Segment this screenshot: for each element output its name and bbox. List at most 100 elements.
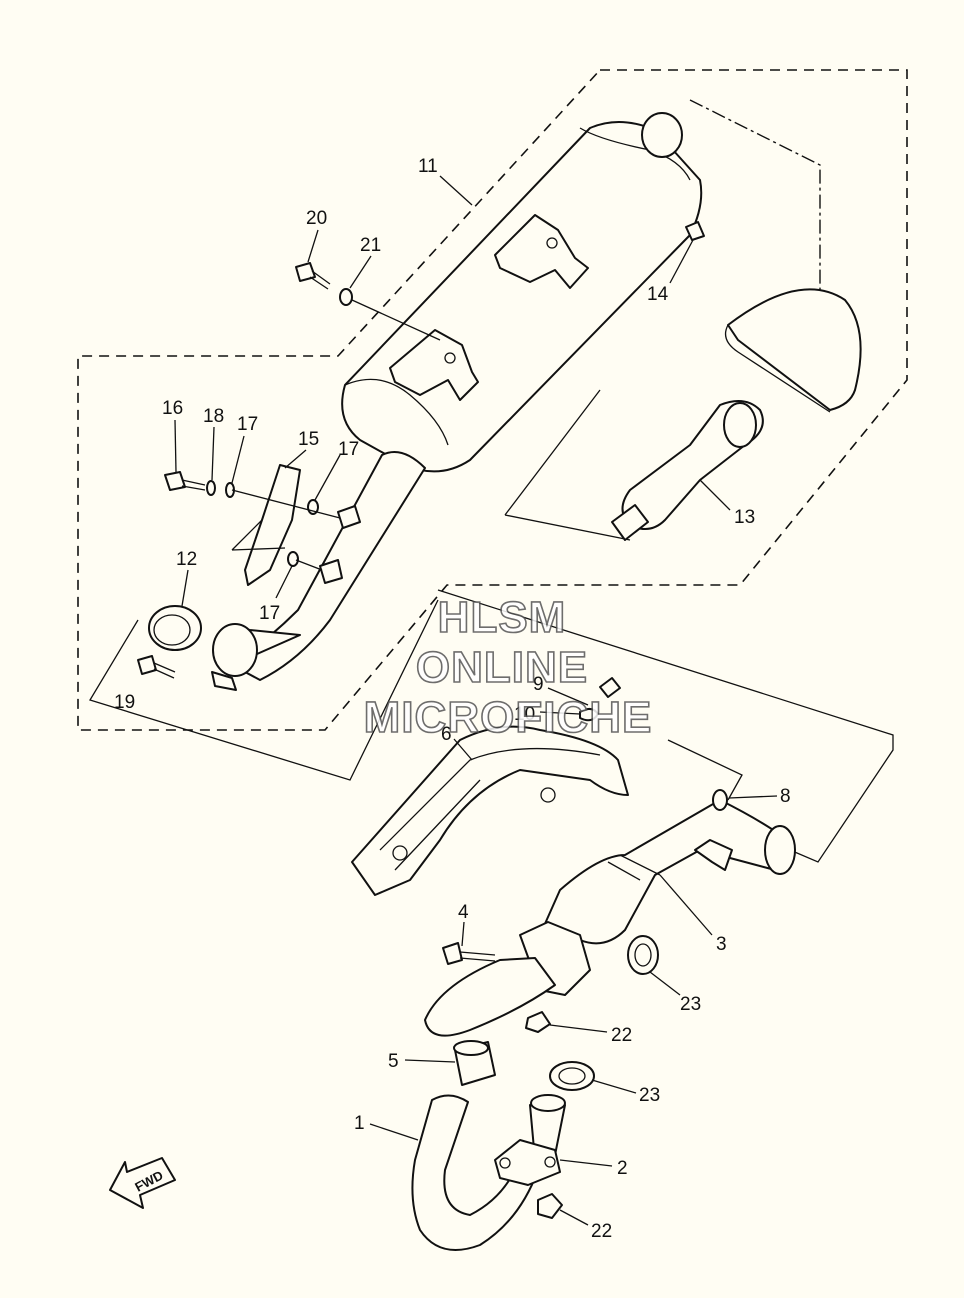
header-front [424, 957, 556, 1037]
leader-2 [559, 1159, 613, 1167]
leader-23b [591, 1079, 637, 1094]
callout-23b: 23 [639, 1085, 660, 1106]
group-line-bracket [667, 739, 743, 801]
leader-15 [284, 449, 307, 469]
nut-22a [525, 1011, 551, 1033]
bracket-hole [444, 352, 456, 364]
grommet-upper [337, 505, 361, 529]
clamp-bolt [211, 671, 237, 691]
leader-3 [659, 874, 713, 936]
bolt-4-thread [459, 951, 496, 962]
gasket-23b [549, 1061, 595, 1091]
pipe-protector-ridge [379, 747, 601, 871]
callout-20: 20 [306, 208, 327, 229]
pipe-joint-end [453, 1040, 489, 1056]
callout-16: 16 [162, 398, 183, 419]
watermark-line-2: ONLINE [416, 643, 588, 692]
leader-23a [649, 971, 681, 996]
leader-5 [404, 1059, 456, 1063]
callout-23a: 23 [680, 994, 701, 1015]
leader-22a [549, 1024, 608, 1033]
leader-21 [349, 255, 372, 289]
leader-17b [314, 454, 341, 501]
clip-8 [712, 789, 728, 811]
leader-11 [439, 175, 473, 206]
washer-18 [206, 480, 216, 496]
callout-12: 12 [176, 549, 197, 570]
callout-5: 5 [388, 1051, 399, 1072]
muffler-outlet [641, 112, 683, 158]
leader-12 [181, 569, 189, 607]
callout-15: 15 [298, 429, 319, 450]
leader-9 [547, 687, 589, 706]
callouts: 11 20 21 14 13 16 18 17 15 17 17 12 19 9… [114, 156, 791, 1242]
leader-1 [369, 1123, 419, 1141]
leader-4 [461, 921, 465, 947]
group-line-clamp [89, 599, 439, 781]
callout-22a: 22 [611, 1025, 632, 1046]
callout-14: 14 [647, 284, 669, 305]
gasket-23b-inner [558, 1067, 586, 1085]
bolt-20 [295, 262, 316, 282]
flange-hole [544, 1156, 556, 1168]
muffler-inlet-ring [344, 378, 449, 446]
fwd-arrow [109, 1157, 176, 1209]
flange-hole [499, 1157, 511, 1169]
watermark-line-1: HLSM [438, 593, 567, 642]
leader-10 [539, 711, 581, 715]
callout-10: 10 [514, 704, 535, 725]
muffler-protector [244, 464, 301, 586]
muffler-assembly-outline [77, 69, 908, 731]
leader-16 [174, 419, 177, 473]
callout-4: 4 [458, 902, 469, 923]
group-line-header [437, 589, 894, 863]
callout-17c: 17 [259, 603, 280, 624]
leader-18 [211, 426, 215, 481]
nut-22b [537, 1193, 563, 1219]
washer-17c [287, 551, 299, 567]
grommet-lower [319, 559, 343, 584]
muffler-bracket-lower [389, 329, 479, 401]
end-cap-rim [724, 324, 831, 413]
callout-17a: 17 [237, 414, 258, 435]
clamp [212, 623, 258, 677]
bolt-16-thread [181, 479, 206, 491]
pipe-protector [351, 725, 629, 896]
leader-20 [307, 229, 319, 263]
bolt-9 [599, 677, 621, 698]
gasket-12 [148, 605, 202, 651]
spark-arrester-flange [723, 402, 757, 448]
bolt-20-thread [309, 270, 331, 290]
exhaust-pipe [539, 799, 790, 945]
leader-17a [231, 435, 245, 484]
collar-10 [579, 708, 599, 722]
header-port [530, 1094, 566, 1112]
end-cap [727, 288, 862, 411]
gasket-23a-inner [634, 943, 652, 967]
leader-6 [453, 738, 473, 761]
spark-arrester-tip [611, 504, 649, 541]
leader-8 [728, 795, 778, 799]
leader-22b [559, 1209, 589, 1226]
muffler-bracket-upper [494, 214, 589, 289]
leader-13 [699, 479, 731, 511]
group-line-silencer [689, 99, 821, 300]
pipe-outlet [764, 825, 796, 875]
callout-2: 2 [617, 1158, 628, 1179]
pipe-band [607, 854, 661, 881]
callout-19: 19 [114, 692, 135, 713]
callout-22b: 22 [591, 1221, 612, 1242]
bolt-16 [164, 471, 186, 491]
callout-6: 6 [441, 724, 452, 745]
callout-3: 3 [716, 934, 727, 955]
callout-11: 11 [418, 156, 438, 177]
gasket-23a [627, 935, 659, 975]
protector-hole [392, 845, 408, 861]
callout-8: 8 [780, 786, 791, 807]
callout-17b: 17 [338, 439, 359, 460]
forward-direction-indicator: FWD [109, 1157, 176, 1209]
bolt-19-thread [153, 662, 176, 679]
watermark-line-3: MICROFICHE [364, 693, 653, 742]
leader-21 [351, 299, 441, 341]
